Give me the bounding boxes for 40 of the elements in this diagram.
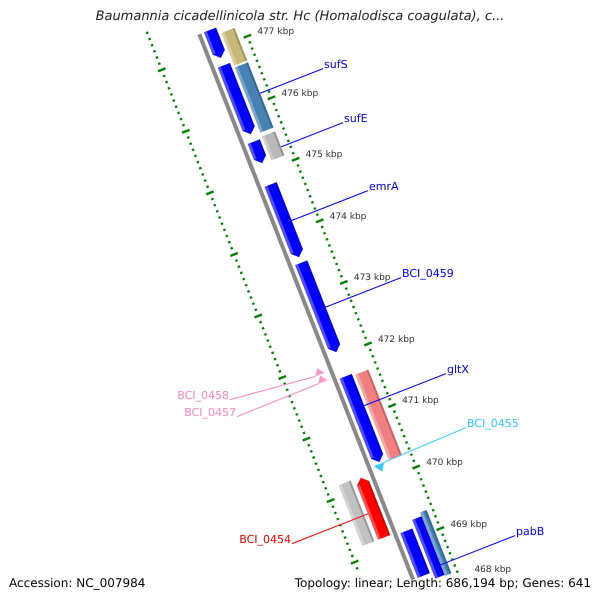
gene-label: BCI_0459 xyxy=(402,268,454,280)
leader-line xyxy=(236,383,319,418)
leader-line xyxy=(292,513,368,544)
gene-label: emrA xyxy=(369,181,399,193)
gene-label: sufS xyxy=(324,59,348,71)
tick-label: 473 kbp xyxy=(354,273,391,284)
gene-bar xyxy=(340,374,384,462)
gene-label: BCI_0454 xyxy=(239,534,291,546)
tick-label: 468 kbp xyxy=(474,565,512,575)
leader-line xyxy=(384,427,466,463)
title: Baumannia cicadellinicola str. Hc (Homalodisca coagulata), c... xyxy=(94,9,506,25)
tick-label: 474 kbp xyxy=(330,212,366,222)
leader-line xyxy=(364,373,446,406)
gene-marker xyxy=(315,368,324,376)
accession-text: Accession: NC_007984 xyxy=(9,576,146,590)
leader-line xyxy=(260,68,324,94)
genome-summary: Topology: linear; Length: 686,194 bp; Genes: 641 xyxy=(294,576,591,590)
gene-label: BCI_0458 xyxy=(177,390,229,402)
gene-bar xyxy=(262,131,284,161)
gene-bar xyxy=(234,62,274,133)
gene-label: BCI_0457 xyxy=(184,407,236,419)
gene-label: pabB xyxy=(516,526,544,538)
leader-line xyxy=(280,122,344,148)
tick-label: 472 kbp xyxy=(378,334,415,345)
leader-line xyxy=(230,376,316,400)
tick-label: 476 kbp xyxy=(281,88,318,99)
leader-line xyxy=(291,190,368,222)
gene-bar xyxy=(264,182,303,258)
gene-bar xyxy=(412,516,445,579)
gene-label: gltX xyxy=(447,364,469,376)
leader-line xyxy=(325,277,402,308)
tick-label: 470 kbp xyxy=(426,458,463,468)
gene-label: BCI_0455 xyxy=(467,418,519,430)
gene-label: sufE xyxy=(344,113,368,125)
gene-bar xyxy=(356,478,390,540)
tick-label: 471 kbp xyxy=(402,396,439,406)
gene-bar xyxy=(295,260,340,352)
tick-label: 477 kbp xyxy=(257,27,294,38)
gene-marker xyxy=(318,376,328,384)
tick-label: 475 kbp xyxy=(306,150,342,160)
